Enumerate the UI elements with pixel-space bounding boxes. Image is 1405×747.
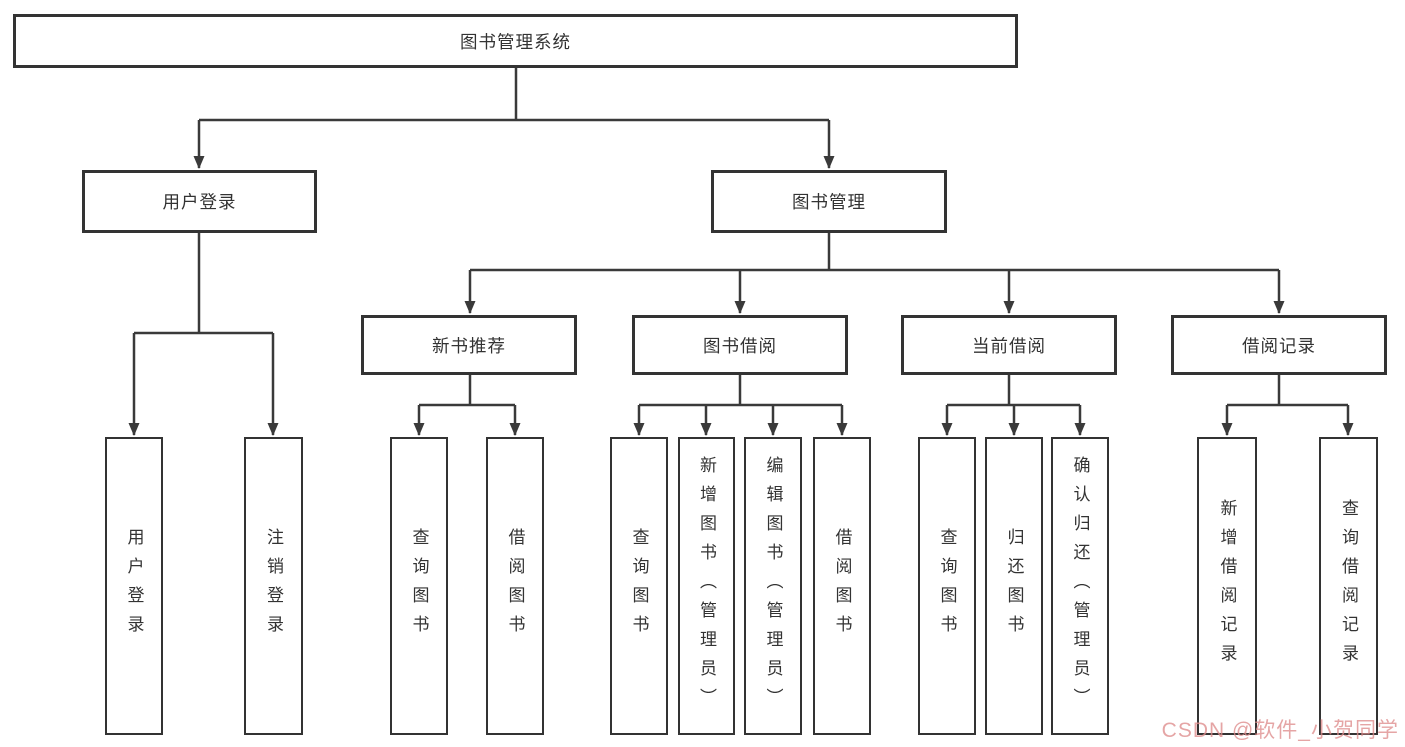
- watermark: CSDN @软件_小贺同学: [1161, 719, 1399, 742]
- leaf-label: 新增借阅记录: [1217, 499, 1237, 673]
- node-user-login: 用户登录: [82, 170, 317, 233]
- leaf-borrow-books-recommend: 借阅图书: [486, 437, 544, 735]
- leaf-label: 查询图书: [409, 528, 429, 644]
- leaf-label: 编辑图书（管理员）: [763, 455, 783, 717]
- leaf-label: 新增图书（管理员）: [697, 455, 716, 717]
- node-library-system: 图书管理系统: [13, 14, 1018, 68]
- leaf-query-books-current: 查询图书: [918, 437, 976, 735]
- leaf-label: 查询图书: [937, 528, 957, 644]
- leaf-query-books-recommend: 查询图书: [390, 437, 448, 735]
- node-current-borrowing: 当前借阅: [901, 315, 1117, 375]
- leaf-add-books-admin: 新增图书（管理员）: [678, 437, 735, 735]
- node-book-borrowing: 图书借阅: [632, 315, 848, 375]
- leaf-label: 用户登录: [124, 528, 144, 644]
- leaf-confirm-return-admin: 确认归还（管理员）: [1051, 437, 1109, 735]
- leaf-return-books: 归还图书: [985, 437, 1043, 735]
- leaf-label: 借阅图书: [505, 528, 525, 644]
- leaf-edit-books-admin: 编辑图书（管理员）: [744, 437, 802, 735]
- leaf-user-login: 用户登录: [105, 437, 163, 735]
- leaf-query-borrow-record: 查询借阅记录: [1319, 437, 1378, 735]
- node-book-management: 图书管理: [711, 170, 947, 233]
- node-new-book-recommend: 新书推荐: [361, 315, 577, 375]
- leaf-label: 查询图书: [629, 528, 649, 644]
- leaf-label: 借阅图书: [832, 528, 852, 644]
- node-borrow-records: 借阅记录: [1171, 315, 1387, 375]
- leaf-logout: 注销登录: [244, 437, 303, 735]
- leaf-borrow-books-borrowing: 借阅图书: [813, 437, 871, 735]
- leaf-query-books-borrowing: 查询图书: [610, 437, 668, 735]
- leaf-label: 归还图书: [1004, 528, 1024, 644]
- leaf-label: 注销登录: [264, 528, 283, 644]
- leaf-label: 查询借阅记录: [1339, 499, 1358, 673]
- leaf-label: 确认归还（管理员）: [1070, 455, 1090, 717]
- leaf-add-borrow-record: 新增借阅记录: [1197, 437, 1257, 735]
